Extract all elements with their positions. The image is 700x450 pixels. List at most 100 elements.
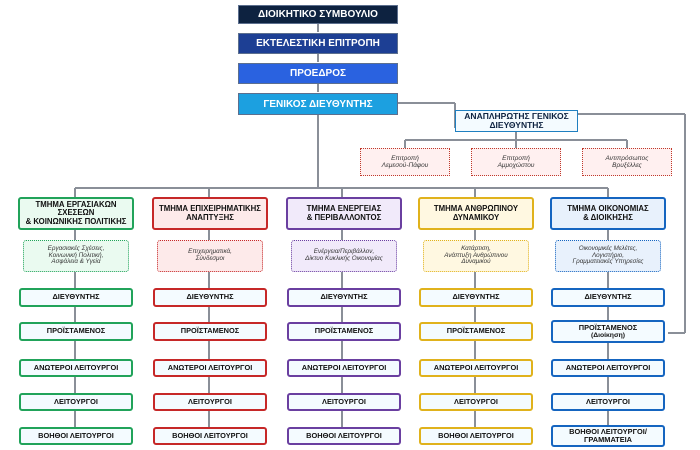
box-text: ΛΕΙΤΟΥΡΓΟΙ [54,396,98,406]
text-lines: ΤΜΗΜΑ ΕΝΕΡΓΕΙΑΣ& ΠΕΡΙΒΑΛΛΟΝΤΟΣ [306,203,382,222]
box-text: ΕΚΤΕΛΕΣΤΙΚΗ ΕΠΙΤΡΟΠΗ [256,38,380,49]
level-box-2-2: ΑΝΩΤΕΡΟΙ ΛΕΙΤΟΥΡΓΟΙ [287,359,401,377]
text-line: & ΚΟΙΝΩΝΙΚΗΣ ΠΟΛΙΤΙΚΗΣ [25,216,127,226]
text-line: Λογιστήριο, [591,251,625,259]
box-text: ΠΡΟΕΔΡΟΣ [290,68,346,79]
level-box-3-2: ΑΝΩΤΕΡΟΙ ΛΕΙΤΟΥΡΓΟΙ [419,359,533,377]
level-text: ΒΟΗΘΟΙ ΛΕΙΤΟΥΡΓΟΙ/ΓΡΑΜΜΑΤΕΙΑ [569,426,647,444]
department-responsibilities-4: Οικονομικές Μελέτες,Λογιστήριο,Γραμματει… [555,240,661,272]
box-text: ΔΙΕΥΘΥΝΤΗΣ [320,292,368,302]
text-line: ΑΝΑΠΤΥΞΗΣ [186,212,234,222]
level-box-1-3: ΛΕΙΤΟΥΡΓΟΙ [153,393,267,411]
level-box-0-0: ΔΙΕΥΘΥΝΤΗΣ [19,288,133,307]
level-line: (Διοίκηση) [590,331,626,339]
level-box-2-3: ΛΕΙΤΟΥΡΓΟΙ [287,393,401,411]
text-lines: Εργασιακές Σχέσεις,Κοινωνική Πολιτική,Ασ… [47,244,105,267]
level-box-4-4: ΒΟΗΘΟΙ ΛΕΙΤΟΥΡΓΟΙ/ΓΡΑΜΜΑΤΕΙΑ [551,425,665,447]
box-text: ΠΡΟΪΣΤΑΜΕΝΟΣ [446,326,506,336]
text-line: ΣΧΕΣΕΩΝ [57,208,95,218]
level-box-1-1: ΠΡΟΪΣΤΑΜΕΝΟΣ [153,322,267,341]
level-box-3-4: ΒΟΗΘΟΙ ΛΕΙΤΟΥΡΓΟΙ [419,427,533,445]
level-box-1-0: ΔΙΕΥΘΥΝΤΗΣ [153,288,267,307]
deputy-line: ΑΝΑΠΛΗΡΩΤΗΣ ΓΕΝΙΚΟΣ [464,110,569,121]
box-text: ΔΙΟΙΚΗΤΙΚΟ ΣΥΜΒΟΥΛΙΟ [258,9,378,20]
box-text: ΛΕΙΤΟΥΡΓΟΙ [188,396,232,406]
text-line: ΤΜΗΜΑ ΕΠΙΧΕΙΡΗΜΑΤΙΚΗΣ [159,203,261,213]
level-box-0-1: ΠΡΟΪΣΤΑΜΕΝΟΣ [19,322,133,341]
text-line: Δίκτυο Κυκλικής Οικονομίας [305,255,383,262]
office-line: Επιτροπή [502,154,530,162]
text-line: Σύνδεσμοι [195,255,225,262]
text-lines: Ενέργεια/Περιβάλλον,Δίκτυο Κυκλικής Οικο… [305,248,383,263]
box-text: ΠΡΟΪΣΤΑΜΕΝΟΣ [180,326,240,336]
box-text: ΠΡΟΪΣΤΑΜΕΝΟΣ [314,326,374,336]
text-line: Ανάπτυξη Ανθρώπινου [444,251,508,259]
level-box-4-0: ΔΙΕΥΘΥΝΤΗΣ [551,288,665,307]
box-text: ΛΕΙΤΟΥΡΓΟΙ [454,396,498,406]
executive-box: ΕΚΤΕΛΕΣΤΙΚΗ ΕΠΙΤΡΟΠΗ [238,33,398,54]
level-box-4-2: ΑΝΩΤΕΡΟΙ ΛΕΙΤΟΥΡΓΟΙ [551,359,665,377]
office-line: Αμμοχώστου [497,162,535,169]
level-box-2-0: ΔΙΕΥΘΥΝΤΗΣ [287,288,401,307]
text-line: Εργασιακές Σχέσεις, [47,244,105,252]
board-box: ΔΙΟΙΚΗΤΙΚΟ ΣΥΜΒΟΥΛΙΟ [238,5,398,24]
office-line: Επιτροπή [391,154,419,162]
box-text: ΒΟΗΘΟΙ ΛΕΙΤΟΥΡΓΟΙ [172,430,248,440]
box-text: ΒΟΗΘΟΙ ΛΕΙΤΟΥΡΓΟΙ [38,430,114,440]
box-text: ΒΟΗΘΟΙ ΛΕΙΤΟΥΡΓΟΙ [438,430,514,440]
text-lines: ΤΜΗΜΑ ΟΙΚΟΝΟΜΙΑΣ& ΔΙΟΙΚΗΣΗΣ [567,204,648,222]
text-line: & ΠΕΡΙΒΑΛΛΟΝΤΟΣ [306,212,382,222]
department-responsibilities-0: Εργασιακές Σχέσεις,Κοινωνική Πολιτική,Ασ… [23,240,129,272]
level-box-0-2: ΑΝΩΤΕΡΟΙ ΛΕΙΤΟΥΡΓΟΙ [19,359,133,377]
text-line: ΤΜΗΜΑ ΕΝΕΡΓΕΙΑΣ [306,203,382,213]
text-line: Επιχειρηματικά, [188,248,232,256]
box-text: ΔΙΕΥΘΥΝΤΗΣ [52,292,100,302]
text-line: Κοινωνική Πολιτική, [48,251,104,259]
text-line: & ΔΙΟΙΚΗΣΗΣ [583,212,633,222]
deputy-line: ΔΙΕΥΘΥΝΤΗΣ [489,120,544,130]
level-box-2-4: ΒΟΗΘΟΙ ΛΕΙΤΟΥΡΓΟΙ [287,427,401,445]
level-line: ΓΡΑΜΜΑΤΕΙΑ [583,435,633,444]
president-box: ΠΡΟΕΔΡΟΣ [238,63,398,84]
text-line: Οικονομικές Μελέτες, [578,244,638,252]
level-box-3-3: ΛΕΙΤΟΥΡΓΟΙ [419,393,533,411]
level-box-3-1: ΠΡΟΪΣΤΑΜΕΝΟΣ [419,322,533,341]
box-text: ΠΡΟΪΣΤΑΜΕΝΟΣ [46,326,106,336]
office-line: Βρυξέλλες [612,162,642,169]
text-line: ΤΜΗΜΑ ΕΡΓΑΣΙΑΚΩΝ [35,199,117,209]
department-head-4: ΤΜΗΜΑ ΟΙΚΟΝΟΜΙΑΣ& ΔΙΟΙΚΗΣΗΣ [550,197,666,230]
text-line: Ασφάλεια & Υγεία [51,258,101,266]
box-text: ΑΝΩΤΕΡΟΙ ΛΕΙΤΟΥΡΓΟΙ [33,362,119,372]
level-line: ΠΡΟΪΣΤΑΜΕΝΟΣ [578,322,638,332]
box-text: ΓΕΝΙΚΟΣ ΔΙΕΥΘΥΝΤΗΣ [263,98,373,110]
level-box-1-2: ΑΝΩΤΕΡΟΙ ΛΕΙΤΟΥΡΓΟΙ [153,359,267,377]
text-lines: Επιχειρηματικά,Σύνδεσμοι [188,248,232,263]
level-line: ΒΟΗΘΟΙ ΛΕΙΤΟΥΡΓΟΙ/ [569,426,647,436]
box-text: ΑΝΩΤΕΡΟΙ ΛΕΙΤΟΥΡΓΟΙ [433,362,519,372]
department-responsibilities-2: Ενέργεια/Περιβάλλον,Δίκτυο Κυκλικής Οικο… [291,240,397,272]
level-box-0-4: ΒΟΗΘΟΙ ΛΕΙΤΟΥΡΓΟΙ [19,427,133,445]
text-lines: Οικονομικές Μελέτες,Λογιστήριο,Γραμματει… [572,244,644,267]
text-line: Ενέργεια/Περιβάλλον, [313,248,375,256]
text-line: Δυναμικού [461,258,491,266]
box-text: ΑΝΩΤΕΡΟΙ ΛΕΙΤΟΥΡΓΟΙ [301,362,387,372]
general-manager-box: ΓΕΝΙΚΟΣ ΔΙΕΥΘΥΝΤΗΣ [238,93,398,115]
box-text: ΒΟΗΘΟΙ ΛΕΙΤΟΥΡΓΟΙ [306,430,382,440]
level-text: ΠΡΟΪΣΤΑΜΕΝΟΣ(Διοίκηση) [578,322,638,340]
box-text: ΑΝΩΤΕΡΟΙ ΛΕΙΤΟΥΡΓΟΙ [565,362,651,372]
text-line: Γραμματειακές Υπηρεσίες [572,258,644,266]
